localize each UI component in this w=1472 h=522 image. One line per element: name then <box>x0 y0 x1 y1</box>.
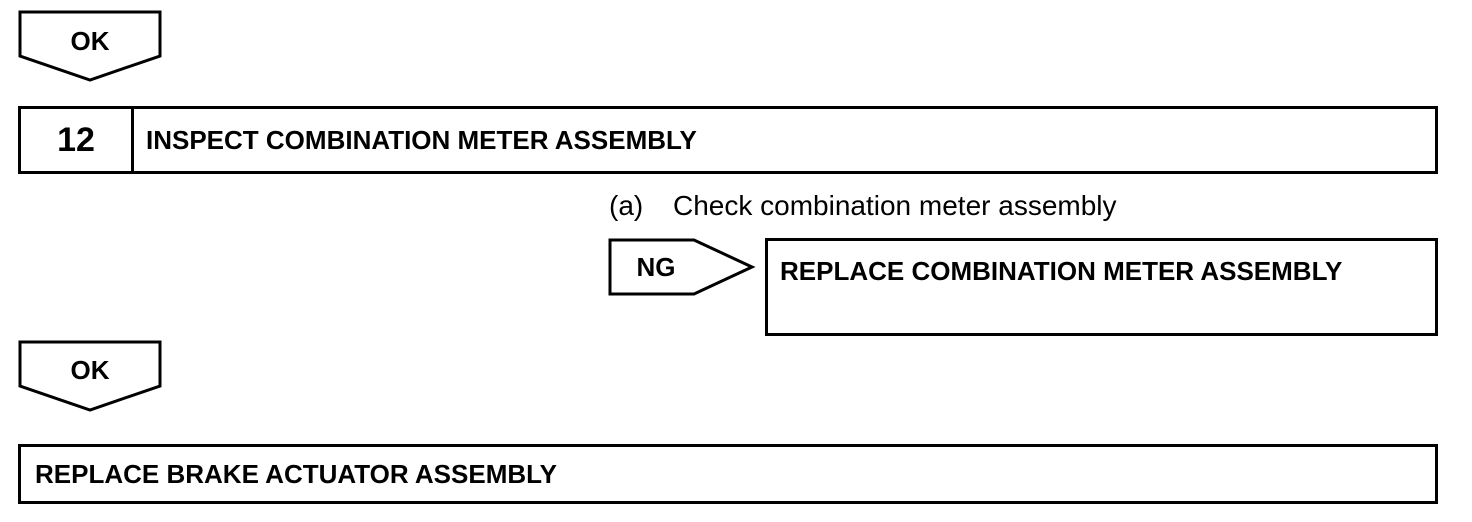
substep-marker: (a) <box>609 190 644 221</box>
ng-result-text: REPLACE COMBINATION METER ASSEMBLY <box>780 256 1343 286</box>
ng-result-box: REPLACE COMBINATION METER ASSEMBLY <box>765 238 1438 336</box>
step-box: 12 INSPECT COMBINATION METER ASSEMBLY <box>18 106 1438 174</box>
final-result-box: REPLACE BRAKE ACTUATOR ASSEMBLY <box>18 444 1438 504</box>
final-result-text: REPLACE BRAKE ACTUATOR ASSEMBLY <box>35 459 557 489</box>
step-number: 12 <box>21 109 134 171</box>
ok-arrow-top-shape <box>18 10 162 82</box>
ng-arrow-label: NG <box>636 252 676 282</box>
substep-text: Check combination meter assembly <box>673 190 1117 221</box>
ok-arrow-top-label: OK <box>70 26 110 56</box>
substep: (a) Check combination meter assembly <box>609 190 1117 222</box>
ok-arrow-bottom-label: OK <box>70 355 110 385</box>
step-title: INSPECT COMBINATION METER ASSEMBLY <box>146 124 697 155</box>
ng-arrow-shape <box>608 238 756 296</box>
ok-arrow-bottom-shape <box>18 340 162 412</box>
